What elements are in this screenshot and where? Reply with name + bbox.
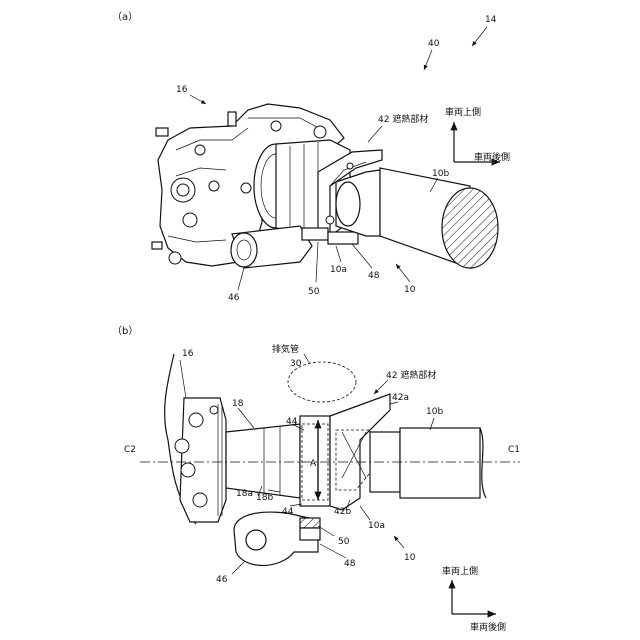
axis-up-label-b: 車両上側 — [442, 565, 478, 577]
label-44-top: 44 — [286, 417, 298, 427]
panel-a: （a） — [112, 11, 510, 303]
block-48 — [328, 232, 358, 244]
label-50-b: 50 — [338, 537, 350, 547]
block-50 — [302, 228, 328, 240]
axis-up-label: 車両上側 — [445, 106, 481, 118]
label-42a: 42a — [392, 393, 409, 403]
label-42b: 42b — [334, 507, 351, 517]
label-16-b: 16 — [182, 349, 194, 359]
label-14: 14 — [485, 15, 497, 25]
label-42-heat-shield: 42 遮熱部材 — [378, 113, 428, 125]
panel-b: （b） — [112, 325, 520, 633]
label-46-b: 46 — [216, 575, 228, 585]
drive-shaft-10b-section — [370, 428, 486, 498]
engine-16-section — [165, 354, 226, 524]
label-40: 40 — [428, 39, 440, 49]
label-50: 50 — [308, 287, 320, 297]
label-10a: 10a — [330, 265, 347, 275]
axis-rear-label: 車両後側 — [474, 151, 510, 163]
bracket-46-section — [234, 512, 320, 565]
label-48-b: 48 — [344, 559, 356, 569]
label-C2: C2 — [124, 445, 136, 455]
panel-a-caption: （a） — [112, 11, 138, 23]
label-10: 10 — [404, 285, 416, 295]
label-10a-b: 10a — [368, 521, 385, 531]
label-10b: 10b — [432, 169, 449, 179]
axis-rear-label-b: 車両後側 — [470, 621, 506, 633]
bracket-46 — [231, 226, 312, 268]
label-44-bottom: 44 — [282, 507, 294, 517]
label-C1: C1 — [508, 445, 520, 455]
panel-b-caption: （b） — [112, 325, 138, 337]
label-30: 30 — [290, 359, 302, 369]
output-shaft-18 — [226, 424, 300, 498]
label-18: 18 — [232, 399, 244, 409]
label-48: 48 — [368, 271, 380, 281]
label-10b-b: 10b — [426, 407, 443, 417]
label-46: 46 — [228, 293, 240, 303]
label-A: A — [310, 459, 317, 469]
label-18b: 18b — [256, 493, 273, 503]
panel-b-direction-axis — [452, 580, 496, 614]
label-exhaust-pipe: 排気管 — [272, 343, 299, 355]
drive-shaft-10 — [336, 168, 498, 268]
label-42-heat-shield-b: 42 遮熱部材 — [386, 369, 436, 381]
label-10-b: 10 — [404, 553, 416, 563]
label-16: 16 — [176, 85, 188, 95]
label-18a: 18a — [236, 489, 253, 499]
